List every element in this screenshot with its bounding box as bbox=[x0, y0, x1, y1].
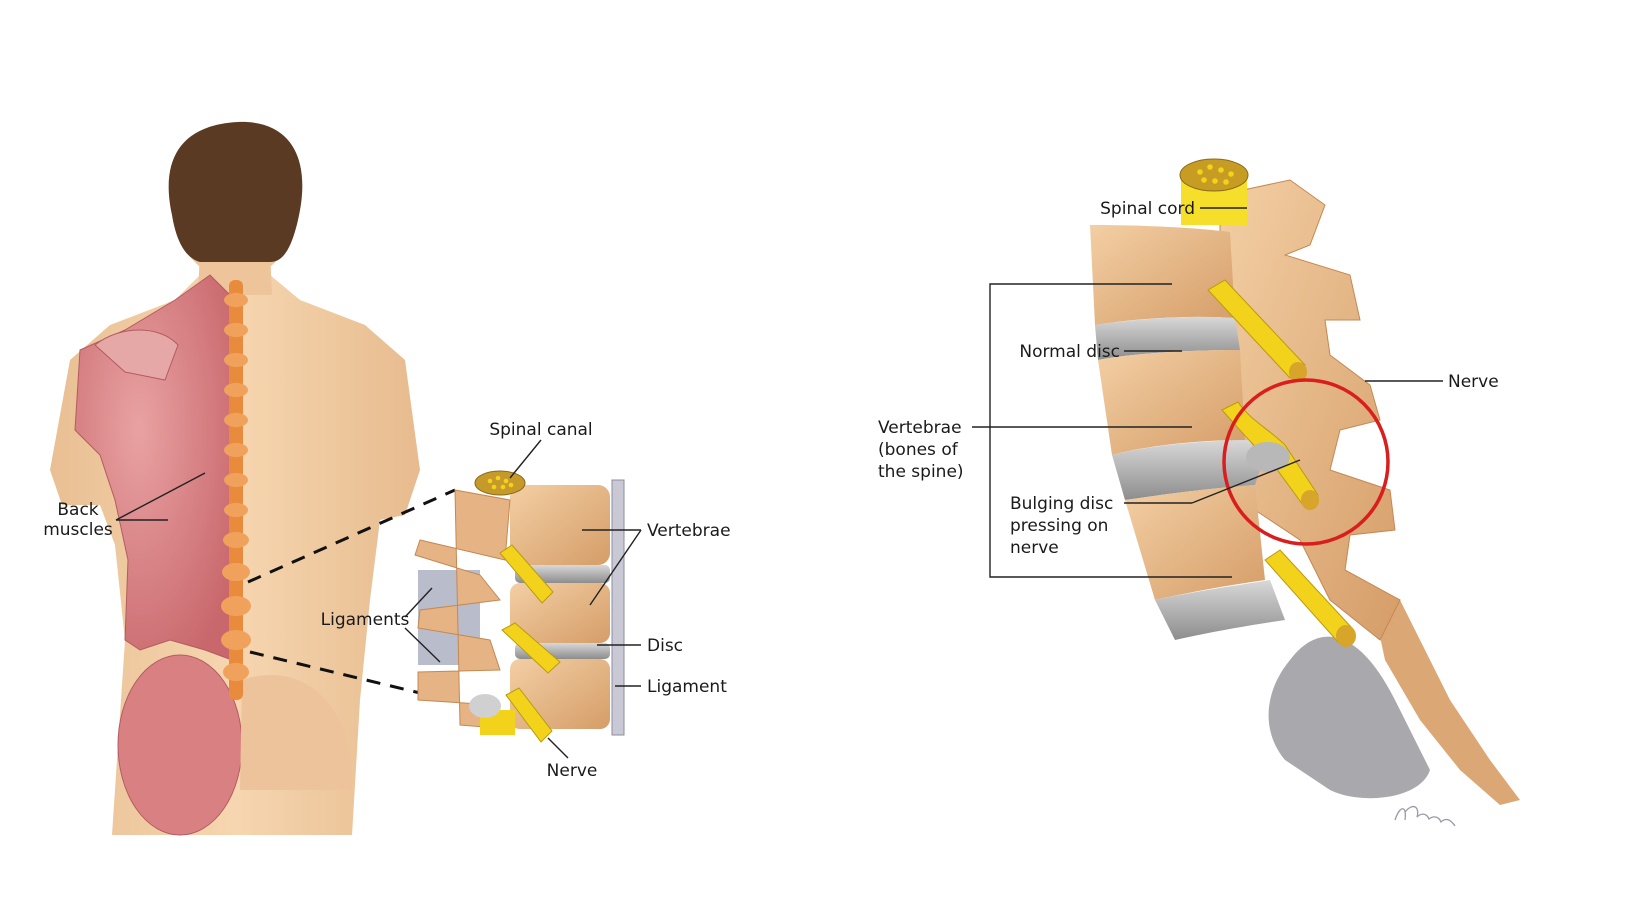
label-back-muscles-1: Back bbox=[57, 500, 98, 520]
human-back-illustration bbox=[50, 121, 420, 836]
sacrum-processes bbox=[1370, 590, 1520, 805]
leader-ligaments-2 bbox=[404, 627, 441, 663]
leader-spinal-canal bbox=[509, 439, 542, 479]
vertebra-body-r1 bbox=[1090, 225, 1235, 325]
vertebra-body-1 bbox=[510, 485, 610, 565]
spine-column bbox=[221, 280, 251, 700]
leader-vertebrae-2 bbox=[589, 529, 642, 606]
nerve-lower bbox=[505, 687, 553, 743]
label-bulging-3: nerve bbox=[1010, 538, 1059, 558]
label-normal-disc: Normal disc bbox=[1019, 342, 1120, 362]
sacrum bbox=[1268, 636, 1430, 799]
label-vertebrae-2: (bones of bbox=[878, 440, 959, 460]
leader-nerve-left bbox=[547, 737, 569, 759]
disc-r1 bbox=[1095, 316, 1240, 360]
label-vertebrae-1: Vertebrae bbox=[878, 418, 962, 438]
label-spinal-cord: Spinal cord bbox=[1100, 199, 1195, 219]
label-back-muscles-2: muscles bbox=[43, 520, 113, 540]
label-vertebrae-3: the spine) bbox=[878, 462, 964, 482]
spinal-canal-top bbox=[474, 470, 526, 496]
nerve-r1 bbox=[1207, 279, 1306, 379]
nerve-upper bbox=[499, 544, 554, 604]
shoulder-muscle bbox=[94, 329, 179, 381]
callout-dash-lower bbox=[249, 650, 421, 695]
spine-segment-inset bbox=[414, 470, 625, 743]
label-disc: Disc bbox=[647, 636, 683, 656]
vertebra-body-2 bbox=[510, 583, 610, 643]
right-buttock bbox=[240, 674, 353, 790]
spinal-cord-top bbox=[1179, 158, 1249, 192]
ligament-strip bbox=[611, 479, 625, 736]
lumbar-spine-illustration bbox=[1090, 158, 1520, 805]
label-bulging-2: pressing on bbox=[1010, 516, 1108, 536]
disc-bulge bbox=[1246, 442, 1290, 472]
label-spinal-canal: Spinal canal bbox=[489, 420, 592, 440]
gluteal-muscle bbox=[117, 654, 243, 836]
label-vertebrae-left: Vertebrae bbox=[647, 521, 731, 541]
vertebra-body-r3 bbox=[1125, 485, 1265, 600]
hair bbox=[168, 121, 303, 262]
bulge-grey-small bbox=[469, 694, 501, 718]
leader-ligaments-1 bbox=[404, 587, 433, 618]
leader-bulging-2 bbox=[1191, 459, 1301, 504]
label-bulging-1: Bulging disc bbox=[1010, 494, 1113, 514]
artist-signature bbox=[1394, 805, 1456, 827]
label-ligaments: Ligaments bbox=[321, 610, 410, 630]
label-nerve-right: Nerve bbox=[1448, 372, 1499, 392]
label-nerve-left: Nerve bbox=[547, 761, 598, 781]
leader-back-muscles-1 bbox=[115, 472, 206, 521]
vertebra-body-r2 bbox=[1098, 350, 1245, 455]
leader-vertebrae-bracket bbox=[989, 283, 1232, 578]
bulging-disc-highlight-circle bbox=[1222, 378, 1390, 546]
label-ligament: Ligament bbox=[647, 677, 727, 697]
callout-dash-upper bbox=[247, 488, 456, 584]
disc-r3 bbox=[1155, 580, 1285, 640]
nerve-middle bbox=[501, 622, 561, 674]
back-muscles-shape bbox=[74, 274, 236, 661]
